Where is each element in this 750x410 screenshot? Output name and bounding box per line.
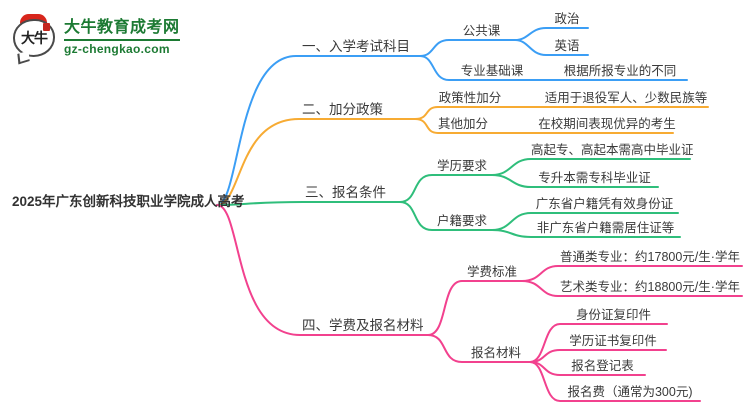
leaf-guangdong-id[interactable]: 广东省户籍凭有效身份证 [535,197,674,211]
branch-1-label[interactable]: 一、入学考试科目 [302,39,410,54]
logo-glyph: 大牛 [21,30,48,46]
site-name: 大牛教育成考网 [64,19,180,36]
site-logo[interactable]: 大牛 大牛教育成考网 gz-chengkao.com [12,14,180,65]
branch-4-lines [216,204,743,402]
node-application-materials[interactable]: 报名材料 [470,346,521,360]
leaf-college-diploma[interactable]: 专升本需专科毕业证 [538,171,651,185]
logo-text-block: 大牛教育成考网 gz-chengkao.com [64,18,180,56]
node-public-courses[interactable]: 公共课 [462,24,501,38]
node-major-basic-course[interactable]: 专业基础课 [460,64,524,78]
branch-2-label[interactable]: 二、加分政策 [302,102,383,117]
branch-2-lines [216,106,709,206]
leaf-registration-form[interactable]: 报名登记表 [571,359,634,373]
branch-1-lines [216,27,688,206]
node-education-requirement[interactable]: 学历要求 [436,159,487,173]
leaf-residence-permit[interactable]: 非广东省户籍需居住证等 [536,221,675,235]
leaf-registration-fee[interactable]: 报名费（通常为300元) [567,385,693,399]
root-node[interactable]: 2025年广东创新科技职业学院成人高考 [12,194,245,209]
leaf-outstanding-students[interactable]: 在校期间表现优异的考生 [538,117,676,131]
leaf-id-copy[interactable]: 身份证复印件 [575,308,651,322]
daniu-bubble-icon: 大牛 [12,14,56,65]
site-domain: gz-chengkao.com [64,39,180,56]
node-policy-bonus[interactable]: 政策性加分 [438,91,502,105]
leaf-normal-tuition[interactable]: 普通类专业：约17800元/生·学年 [560,250,740,264]
leaf-diploma-copy[interactable]: 学历证书复印件 [569,334,657,348]
leaf-politics[interactable]: 政治 [554,12,580,26]
leaf-art-tuition[interactable]: 艺术类专业：约18800元/生·学年 [560,280,740,294]
branch-3-label[interactable]: 三、报名条件 [305,185,386,200]
node-residence-requirement[interactable]: 户籍要求 [436,214,487,228]
leaf-highschool-diploma[interactable]: 高起专、高起本需高中毕业证 [531,143,694,157]
branch-4-label[interactable]: 四、学费及报名材料 [302,318,424,333]
leaf-english[interactable]: 英语 [554,39,580,53]
leaf-veterans-minorities[interactable]: 适用于退役军人、少数民族等 [544,91,708,105]
node-other-bonus[interactable]: 其他加分 [437,117,488,131]
branch-3-lines [216,158,691,238]
logo-red-seal-icon [43,23,50,31]
node-tuition-standard[interactable]: 学费标准 [466,265,517,279]
leaf-depends-on-major[interactable]: 根据所报专业的不同 [563,64,677,78]
